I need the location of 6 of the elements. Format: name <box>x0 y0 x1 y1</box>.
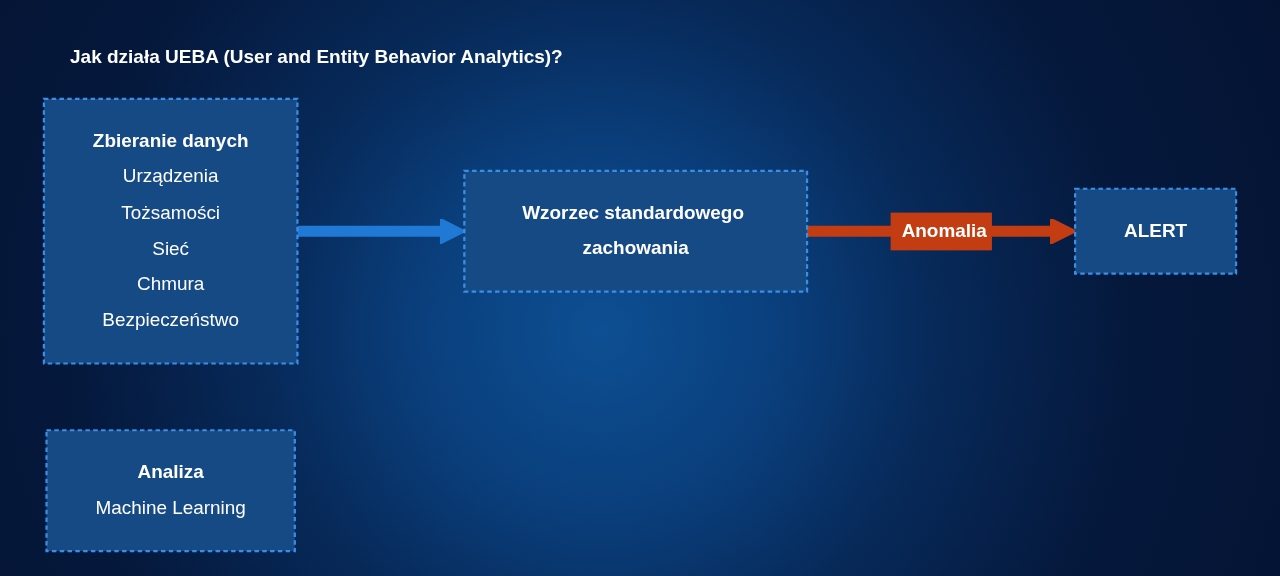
diagram-title: Jak działa UEBA (User and Entity Behavior Analytics)? <box>70 46 563 68</box>
edge-label: Anomalia <box>901 220 987 242</box>
node-box: ALERT <box>1074 187 1238 275</box>
node-box: Wzorzec standardowego zachowania <box>463 169 809 293</box>
node-box: Zbieranie danych Urządzenia Tożsamości Sieć Chmura Bezpieczeństwo <box>42 97 299 365</box>
node-box: Analiza Machine Learning <box>45 429 296 553</box>
